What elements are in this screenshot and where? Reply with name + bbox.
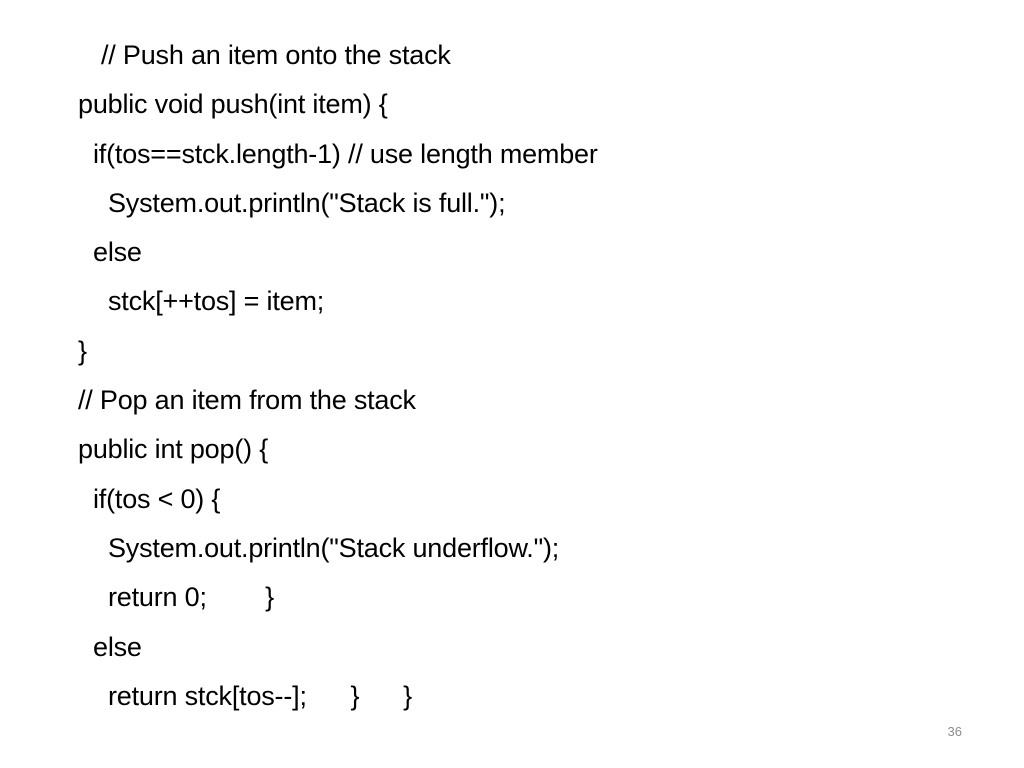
- code-line: else: [93, 237, 142, 268]
- code-line: if(tos < 0) {: [93, 483, 221, 514]
- code-line: System.out.println("Stack underflow.");: [108, 532, 560, 563]
- code-line: public int pop() {: [78, 434, 269, 465]
- code-block: // Push an item onto the stack public vo…: [78, 31, 598, 721]
- code-line: System.out.println("Stack is full.");: [108, 187, 506, 218]
- code-line: // Pop an item from the stack: [78, 385, 416, 416]
- code-line: if(tos==stck.length-1) // use length mem…: [93, 138, 598, 169]
- code-line: return 0; }: [108, 582, 274, 613]
- code-line: // Push an item onto the stack: [101, 40, 451, 70]
- code-line: public void push(int item) {: [78, 89, 388, 120]
- code-line: return stck[tos--]; } }: [108, 680, 412, 711]
- page-number: 36: [947, 724, 962, 739]
- code-line: else: [93, 631, 142, 662]
- code-line: stck[++tos] = item;: [108, 286, 325, 317]
- code-line: }: [78, 335, 87, 366]
